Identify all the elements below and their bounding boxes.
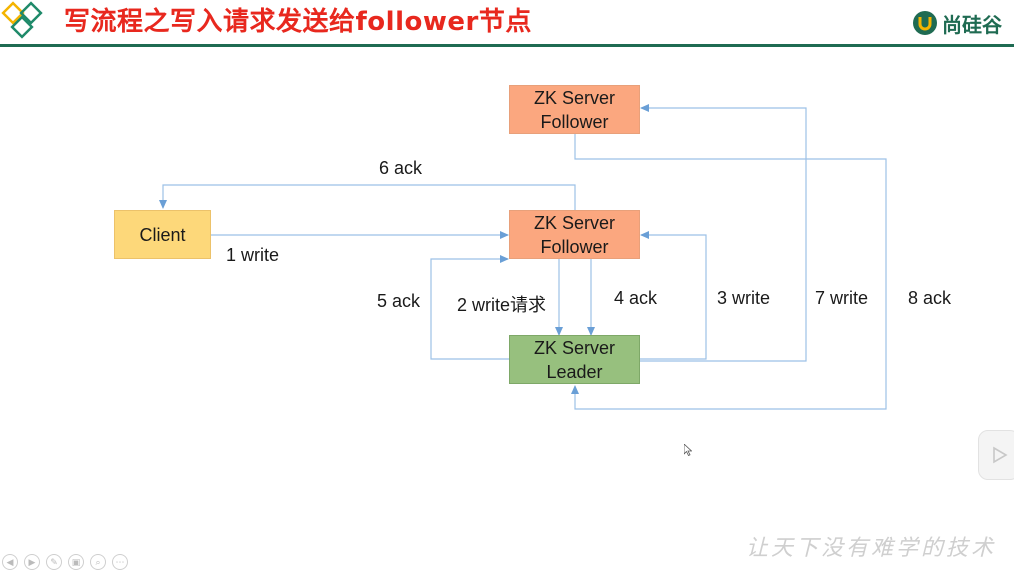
pen-tool-button[interactable]: ✎ — [46, 554, 62, 570]
side-play-button[interactable] — [978, 430, 1014, 480]
node-leader[interactable]: ZK Server Leader — [509, 335, 640, 384]
header-divider — [0, 44, 1014, 47]
edge-7-write — [639, 104, 807, 362]
prev-slide-button[interactable]: ◀ — [2, 554, 18, 570]
cursor-icon — [684, 444, 692, 456]
node-follower-top[interactable]: ZK Server Follower — [509, 85, 640, 134]
edge-5-ack — [430, 255, 509, 360]
edge-label-6: 6 ack — [379, 158, 423, 178]
edge-label-5: 5 ack — [377, 291, 421, 311]
edge-label-4: 4 ack — [614, 288, 658, 308]
node-follower-mid-line1: ZK Server — [533, 212, 616, 233]
node-client-label: Client — [139, 224, 186, 245]
node-follower-mid[interactable]: ZK Server Follower — [509, 210, 640, 259]
zoom-button[interactable]: ⌕ — [90, 554, 106, 570]
edge-label-8: 8 ack — [908, 288, 952, 308]
node-follower-top-line1: ZK Server — [533, 87, 616, 108]
node-follower-top-line2: Follower — [540, 111, 609, 132]
play-icon — [993, 446, 1008, 464]
more-options-button[interactable]: ⋯ — [112, 554, 128, 570]
edge-label-7: 7 write — [815, 288, 869, 308]
edge-8-ack — [571, 134, 887, 410]
slides-view-button[interactable]: ▣ — [68, 554, 84, 570]
next-slide-button[interactable]: ▶ — [24, 554, 40, 570]
page-title: 写流程之写入请求发送给follower节点 — [64, 7, 532, 37]
node-leader-line1: ZK Server — [533, 337, 616, 358]
brand-name: 尚硅谷 — [942, 12, 1002, 37]
slide-toolbar: ◀ ▶ ✎ ▣ ⌕ ⋯ — [2, 554, 128, 570]
node-client[interactable]: Client — [114, 210, 211, 259]
edge-label-2: 2 write请求 — [457, 295, 547, 315]
edge-label-3: 3 write — [717, 288, 771, 308]
edge-3-write — [639, 231, 707, 360]
logo-diamonds-icon — [1, 1, 43, 39]
edge-label-1: 1 write — [226, 245, 280, 265]
edge-6-ack — [159, 184, 576, 210]
watermark: 让天下没有难学的技术 — [745, 536, 996, 561]
node-leader-line2: Leader — [546, 361, 603, 382]
brand: 尚硅谷 — [912, 8, 1002, 38]
brand-u-icon — [913, 11, 937, 35]
node-follower-mid-line2: Follower — [540, 236, 609, 257]
